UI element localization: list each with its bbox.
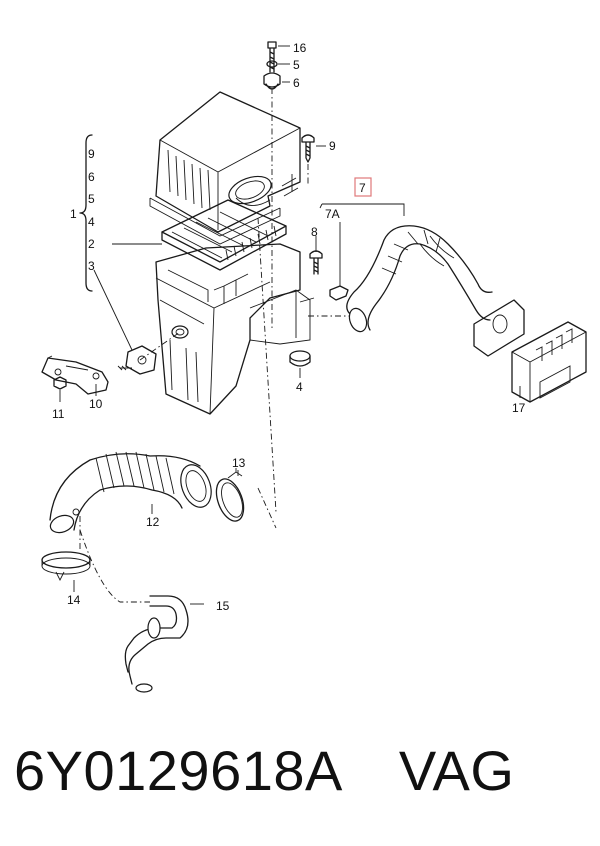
filter-element-2 xyxy=(161,199,287,271)
callout-10: 10 xyxy=(89,397,103,411)
group-label-5: 5 xyxy=(88,192,95,206)
hose-clamp-14 xyxy=(41,551,91,592)
part-number: 6Y0129618A xyxy=(14,739,343,802)
group-label-6: 6 xyxy=(88,170,95,184)
vent-hose-15 xyxy=(124,595,204,693)
air-filter-lid xyxy=(149,91,301,245)
callout-7-highlight xyxy=(354,177,372,197)
callout-7: 7 xyxy=(359,181,366,195)
callout-13: 13 xyxy=(232,456,246,470)
nut-11 xyxy=(53,376,67,402)
callout-labels: 16 5 6 9 9 6 5 4 2 3 1 7 7A 8 4 11 10 17… xyxy=(52,41,526,613)
callout-9: 9 xyxy=(329,139,336,153)
grommet-6 xyxy=(263,72,290,90)
group-label-3: 3 xyxy=(88,259,95,273)
clip-7a xyxy=(329,222,349,301)
callout-15: 15 xyxy=(216,599,230,613)
group-label-2: 2 xyxy=(88,237,95,251)
bracket-group xyxy=(79,134,162,351)
callout-6: 6 xyxy=(293,76,300,90)
callout-16: 16 xyxy=(293,41,307,55)
group-label-9: 9 xyxy=(88,147,95,161)
brand-name: VAG xyxy=(398,739,515,802)
callout-17: 17 xyxy=(512,401,526,415)
grommet-4 xyxy=(289,350,311,378)
intake-hose-7 xyxy=(319,203,525,357)
screw-8 xyxy=(309,236,323,275)
intake-hose-12 xyxy=(49,451,212,534)
callout-14: 14 xyxy=(67,593,81,607)
callout-4: 4 xyxy=(296,380,303,394)
callout-7a: 7A xyxy=(325,207,340,221)
bolt-16 xyxy=(267,41,290,73)
callout-12: 12 xyxy=(146,515,160,529)
rubber-mount-3 xyxy=(117,345,157,375)
air-filter-lower-housing xyxy=(155,243,315,415)
footer-text: 6Y0129618A VAG xyxy=(14,738,514,803)
duct-17 xyxy=(511,321,587,403)
callout-5: 5 xyxy=(293,58,300,72)
group-label-1: 1 xyxy=(70,207,77,221)
support-bracket-10 xyxy=(41,355,109,396)
hose-clamp-13 xyxy=(215,468,245,522)
washer-5 xyxy=(266,60,290,68)
callout-11: 11 xyxy=(52,407,65,421)
screw-9 xyxy=(301,134,326,163)
callout-8: 8 xyxy=(311,225,318,239)
group-label-4: 4 xyxy=(88,215,95,229)
